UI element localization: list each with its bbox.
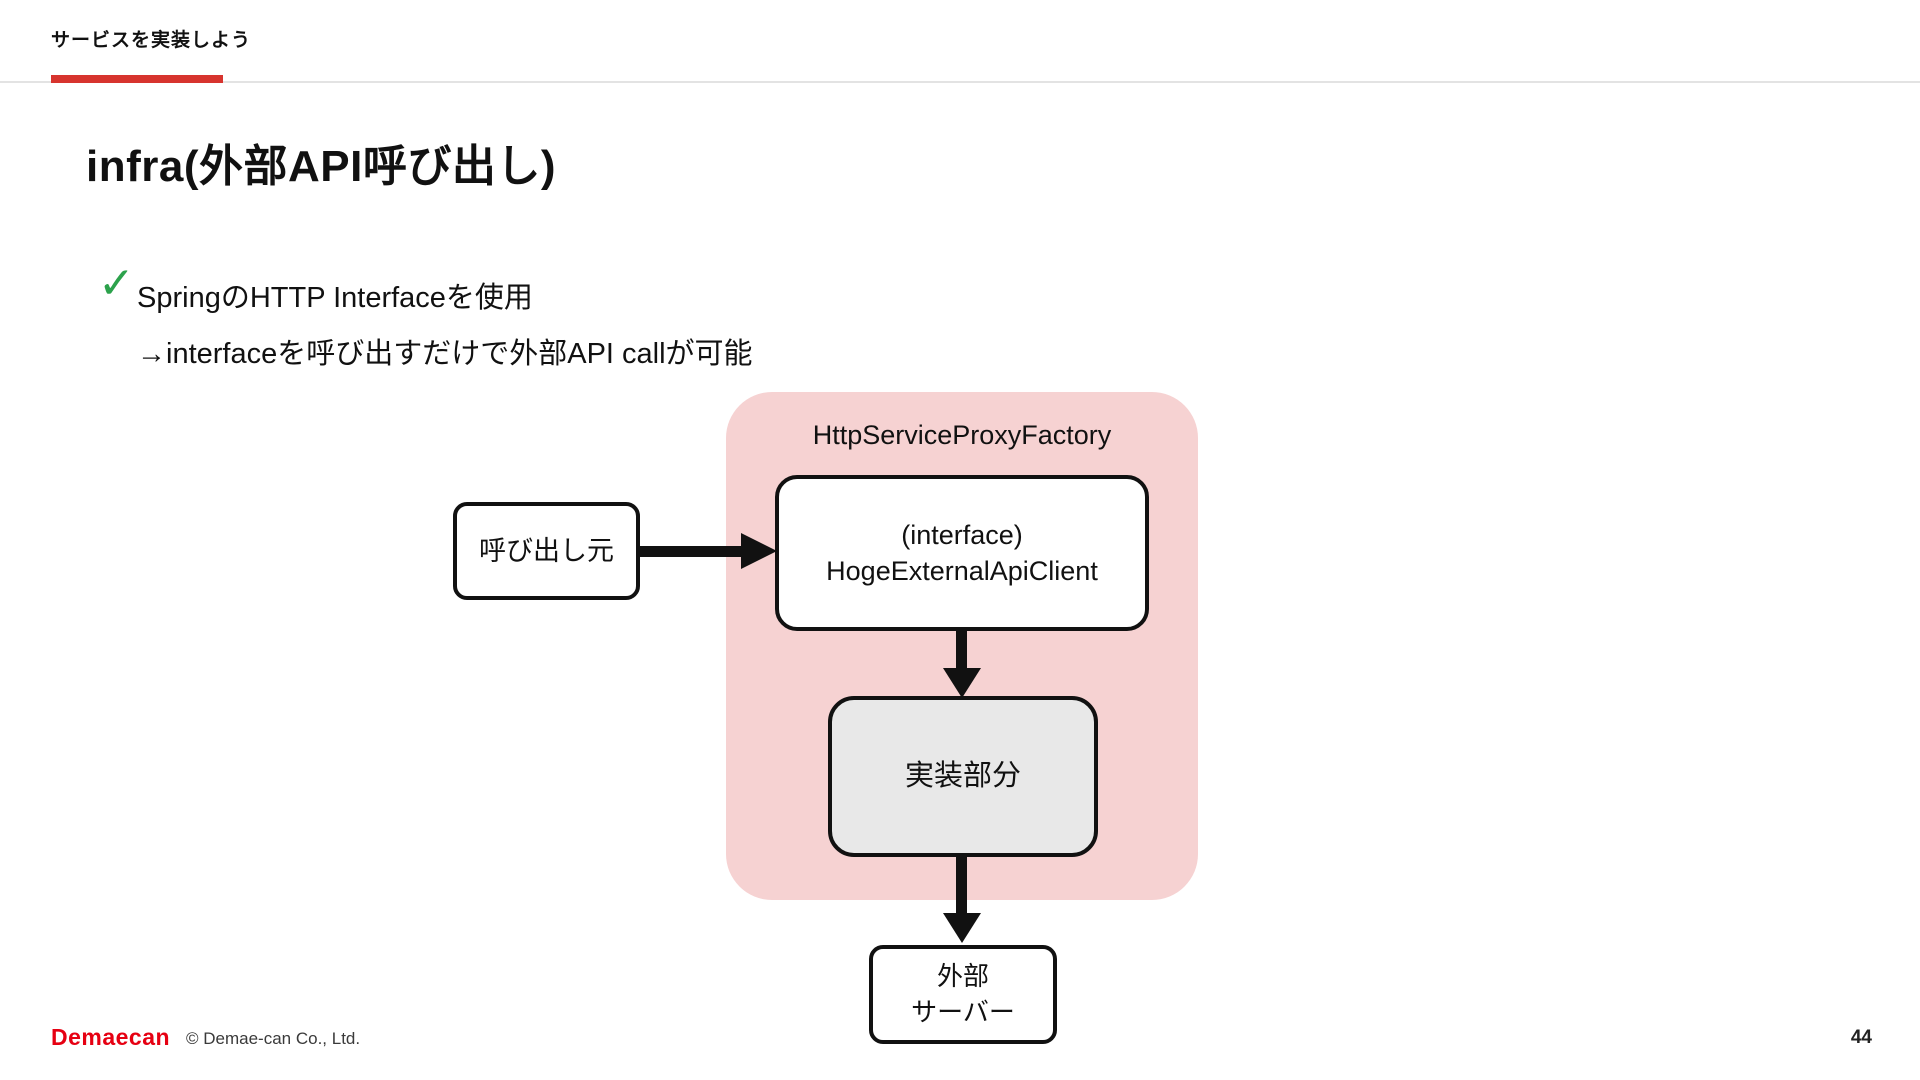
bullet-text-line1: SpringのHTTP Interfaceを使用 (137, 282, 533, 314)
proxy-factory-label: HttpServiceProxyFactory (812, 420, 1112, 450)
arrow-impl-to-external-shaft (956, 855, 967, 917)
arrow-caller-to-interface-shaft (638, 546, 744, 557)
copyright-text: © Demae-can Co., Ltd. (186, 1029, 361, 1048)
slide-section-label: サービスを実装しよう (51, 30, 252, 51)
arrow-interface-to-impl-shaft (956, 629, 967, 674)
arrow-impl-to-external-head (943, 913, 981, 943)
arrow-interface-to-impl-head (943, 668, 981, 698)
implementation-box: 実装部分 (828, 696, 1098, 857)
page-title: infra(外部API呼び出し) (86, 142, 556, 191)
interface-box-line2: HogeExternalApiClient (826, 556, 1098, 586)
external-server-line2: サーバー (911, 996, 1015, 1027)
interface-box-line1: (interface) (901, 519, 1023, 550)
company-logo: Demaecan (51, 1024, 171, 1050)
bullet-text-line2: →interfaceを呼び出すだけで外部API callが可能 (137, 338, 753, 370)
implementation-box-label: 実装部分 (904, 759, 1021, 792)
checkmark-icon: ✓ (98, 259, 135, 308)
header-divider-line (0, 81, 1920, 83)
external-server-box: 外部 サーバー (869, 945, 1057, 1044)
caller-box-label: 呼び出し元 (479, 535, 614, 566)
page-number: 44 (1850, 1027, 1872, 1048)
header-red-accent-bar (51, 75, 223, 83)
external-server-line1: 外部 (936, 961, 989, 992)
interface-box: (interface) HogeExternalApiClient (775, 475, 1149, 631)
arrow-caller-to-interface-head (741, 533, 777, 569)
caller-box: 呼び出し元 (453, 502, 640, 600)
